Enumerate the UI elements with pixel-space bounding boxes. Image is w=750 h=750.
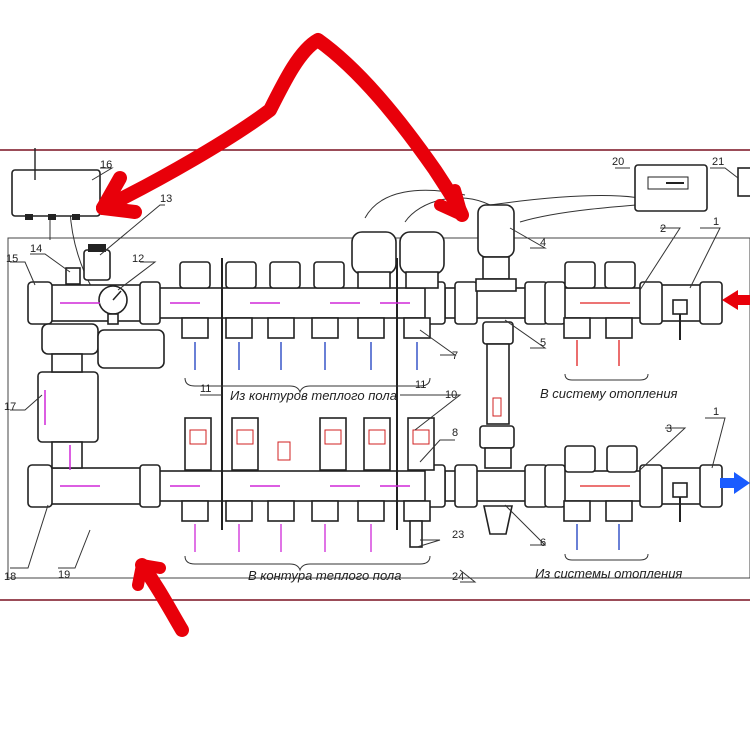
label-3: 3 (666, 423, 672, 435)
label-17: 17 (4, 401, 16, 413)
number-labels: 1 1 2 3 4 5 6 7 8 10 11 11 12 13 14 15 1… (4, 156, 724, 583)
pressure-gauge (98, 285, 128, 325)
label-1a: 1 (713, 216, 719, 228)
freehand-red-arrow-icon (96, 33, 469, 637)
label-6: 6 (540, 537, 546, 549)
label-20: 20 (612, 156, 624, 168)
caption-from-heating: Из системы отопления (535, 566, 682, 581)
flowmeters (184, 417, 638, 473)
to-floor-arrows (194, 524, 372, 552)
label-12: 12 (132, 253, 144, 265)
outlet-blue-arrow-icon (720, 472, 750, 494)
caption-from-floor: Из контуров теплого пола (230, 388, 397, 403)
servo-actuators (351, 231, 445, 289)
label-13: 13 (160, 193, 172, 205)
label-18: 18 (4, 571, 16, 583)
label-10: 10 (445, 389, 457, 401)
mixing-valve-4 (475, 204, 517, 292)
leader-lines (10, 167, 739, 583)
inlet-red-arrow-icon (722, 290, 750, 310)
circulation-pump (37, 323, 165, 469)
label-7: 7 (452, 350, 458, 362)
drawing-frame (0, 149, 750, 601)
caption-to-floor: В контура теплого пола (248, 568, 401, 583)
label-24: 24 (452, 571, 464, 583)
label-11b: 11 (415, 379, 426, 391)
label-15: 15 (6, 253, 18, 265)
from-floor-arrows (194, 342, 620, 550)
thermo-head-13 (83, 244, 111, 281)
label-2: 2 (660, 223, 666, 235)
flow-captions: Из контуров теплого пола В систему отопл… (230, 386, 682, 583)
return-outlets (181, 500, 633, 548)
controller-box-16 (11, 148, 101, 220)
supply-caps (179, 261, 636, 289)
label-1b: 1 (713, 406, 719, 418)
supply-outlets (181, 317, 633, 339)
return-manifold (27, 464, 723, 522)
label-8: 8 (452, 427, 458, 439)
caption-braces (184, 373, 649, 572)
label-14: 14 (30, 243, 42, 255)
controller-box-20 (634, 164, 708, 212)
label-16: 16 (100, 159, 112, 171)
label-11a: 11 (200, 383, 211, 395)
flow-arrows-magenta (44, 302, 410, 487)
bypass-column (479, 321, 515, 535)
controller-box-21 (737, 167, 750, 197)
label-4: 4 (540, 237, 546, 249)
label-23: 23 (452, 529, 464, 541)
caption-to-heating: В систему отопления (540, 386, 678, 401)
label-19: 19 (58, 569, 70, 581)
label-21: 21 (712, 156, 724, 168)
to-heating-arrows (576, 302, 630, 487)
label-5: 5 (540, 337, 546, 349)
